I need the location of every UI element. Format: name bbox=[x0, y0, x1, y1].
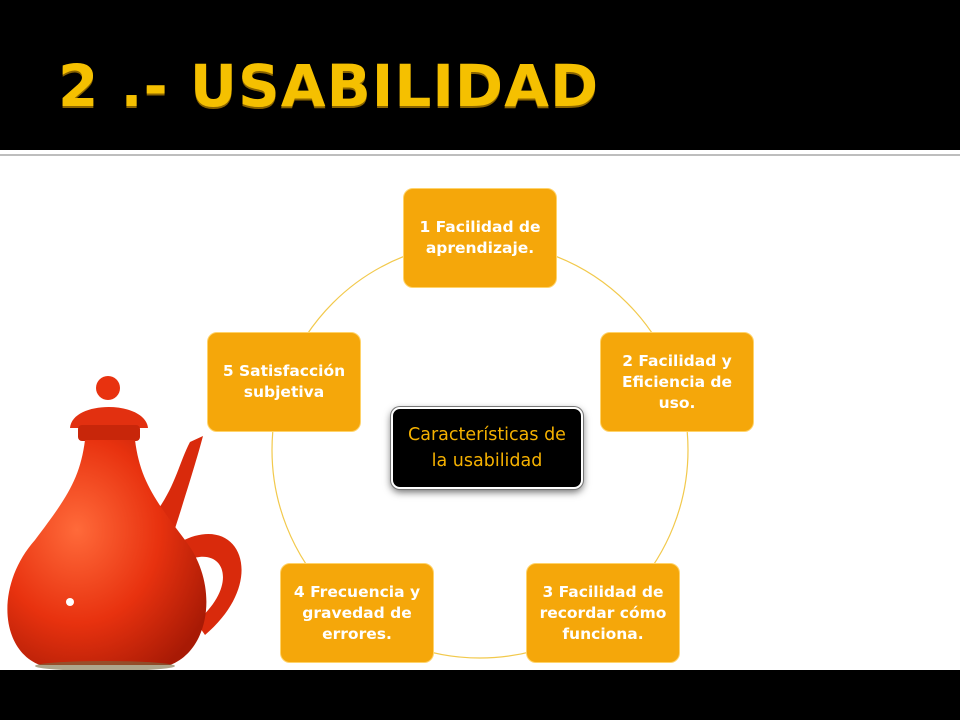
usability-node-efficiency: 2 Facilidad y Eficiencia de uso. bbox=[600, 332, 754, 432]
title-bar: 2 .- USABILIDAD bbox=[0, 0, 960, 150]
usability-node-learnability: 1 Facilidad de aprendizaje. bbox=[403, 188, 557, 288]
usability-node-memorability: 3 Facilidad de recordar cómo funciona. bbox=[526, 563, 680, 663]
bottom-band bbox=[0, 670, 960, 720]
usability-node-satisfaction: 5 Satisfacción subjetiva bbox=[207, 332, 361, 432]
diagram-center-label: Características de la usabilidad bbox=[391, 407, 583, 489]
slide-title: 2 .- USABILIDAD bbox=[58, 52, 600, 120]
usability-node-errors: 4 Frecuencia y gravedad de errores. bbox=[280, 563, 434, 663]
teapot-icon bbox=[7, 376, 242, 670]
title-divider bbox=[0, 150, 960, 160]
